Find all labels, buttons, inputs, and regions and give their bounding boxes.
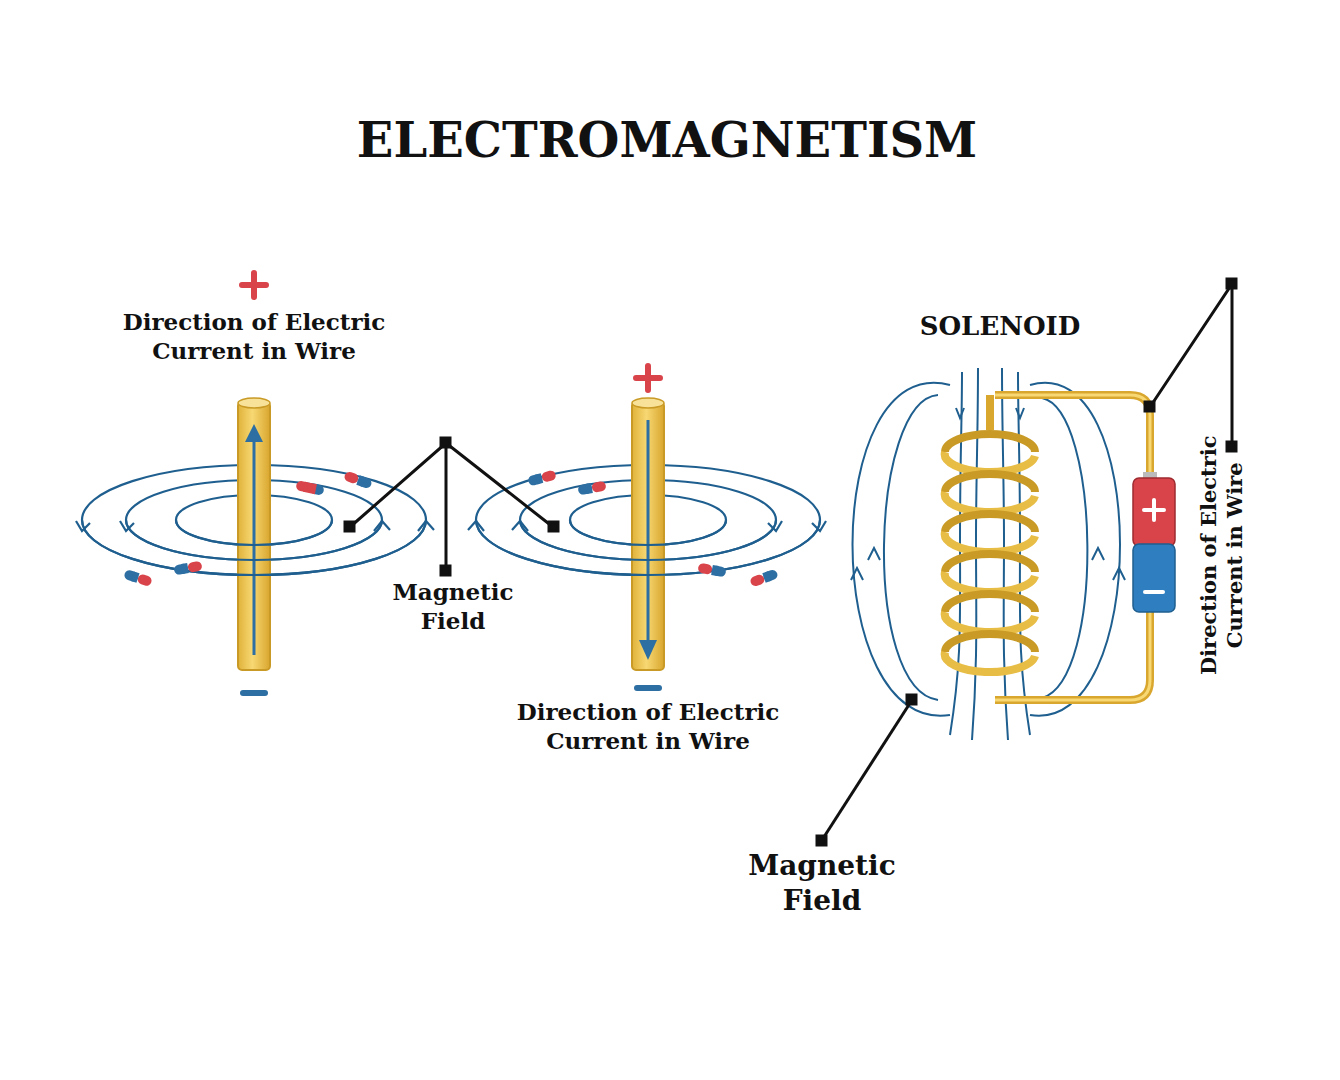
coil-winding bbox=[945, 554, 1035, 572]
coil-winding bbox=[945, 652, 1035, 672]
coil-winding bbox=[945, 532, 1035, 552]
coil-winding bbox=[945, 514, 1035, 532]
coil-winding bbox=[945, 594, 1035, 612]
leader-lines bbox=[345, 438, 558, 575]
solenoid-title: SOLENOID bbox=[920, 310, 1081, 343]
polarity-symbols bbox=[242, 273, 660, 693]
solenoid-coil bbox=[945, 395, 1150, 700]
field-label: Magnetic Field bbox=[732, 848, 912, 918]
diagram-title: ELECTROMAGNETISM bbox=[357, 110, 977, 170]
leader-lines bbox=[817, 279, 1236, 845]
field-arrows bbox=[76, 521, 826, 531]
coil-winding bbox=[945, 634, 1035, 652]
field-label: Magnetic Field bbox=[373, 578, 533, 636]
battery bbox=[1133, 380, 1175, 612]
coil-winding bbox=[945, 474, 1035, 492]
coil-winding bbox=[945, 612, 1035, 632]
field-lines-front bbox=[82, 520, 820, 575]
coil-winding bbox=[945, 572, 1035, 592]
coil-winding bbox=[945, 452, 1035, 472]
straight-wires bbox=[238, 398, 664, 670]
coil-winding bbox=[945, 492, 1035, 512]
current-label: Direction of Electric Current in Wire bbox=[1196, 435, 1249, 675]
coil-winding bbox=[945, 434, 1035, 452]
solenoid-field bbox=[851, 368, 1125, 740]
current-label: Direction of Electric Current in Wire bbox=[503, 698, 793, 756]
current-label: Direction of Electric Current in Wire bbox=[109, 308, 399, 366]
compass-needles bbox=[123, 470, 779, 588]
